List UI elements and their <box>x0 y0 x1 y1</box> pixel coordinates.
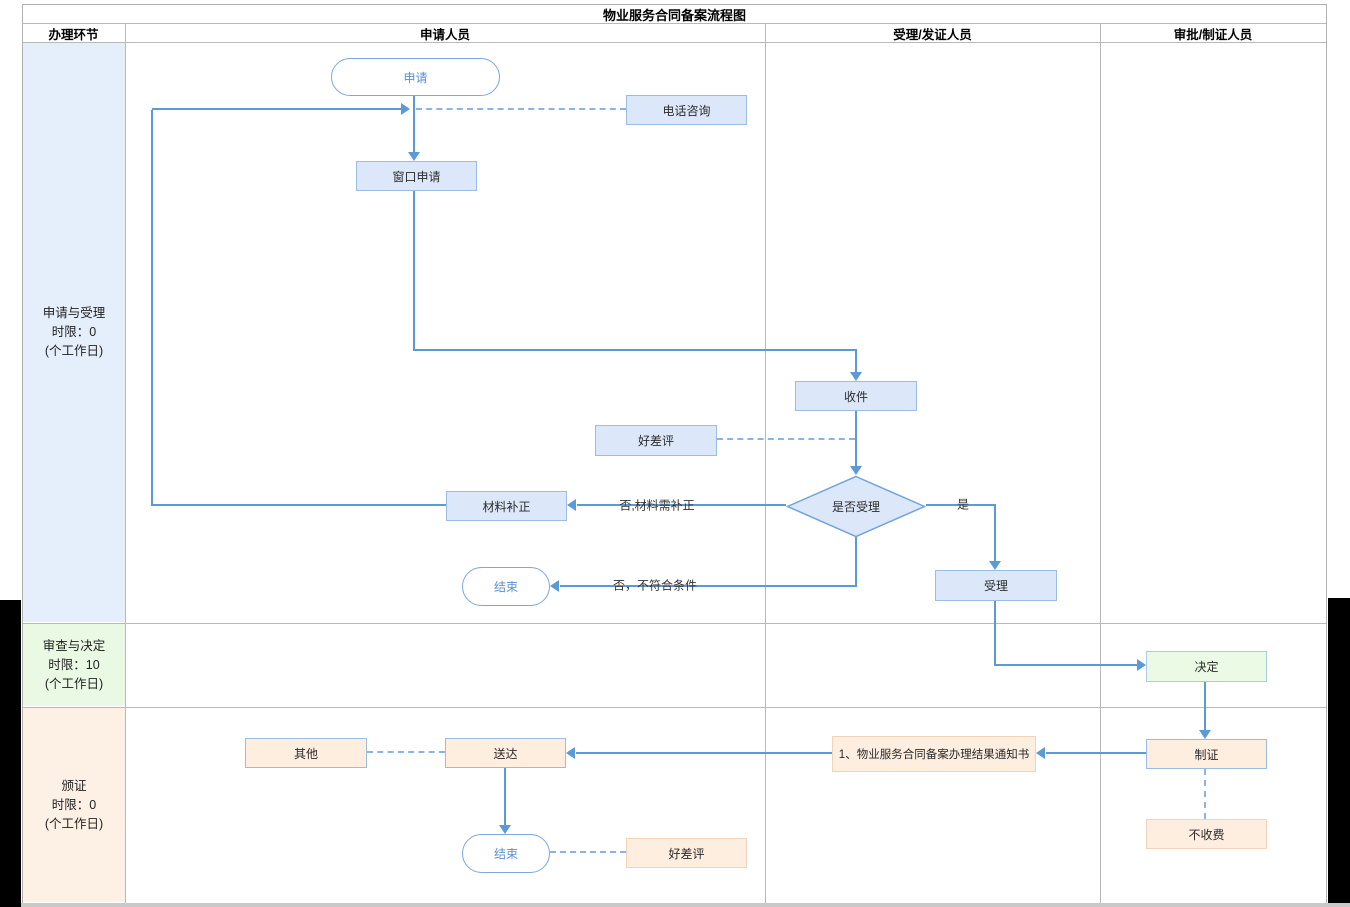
dashed-end-to-review-lower <box>550 851 626 853</box>
row2-line3: (个工作日) <box>44 676 104 691</box>
row2-line1: 审查与决定 <box>42 638 106 653</box>
header-applicant: 申请人员 <box>126 24 764 42</box>
connector-accept-down <box>994 601 996 666</box>
row1-line1: 申请与受理 <box>42 306 106 320</box>
connector-decision-down <box>855 537 857 587</box>
connector-decide-to-makecert <box>1204 682 1206 731</box>
node-review-lower: 好差评 <box>626 838 747 868</box>
arrowhead-receive <box>850 372 862 381</box>
node-end-lower: 结束 <box>462 834 550 873</box>
edge-label-yes: 是 <box>956 497 970 512</box>
node-start: 申请 <box>331 58 500 96</box>
table-bottom-border <box>21 903 1350 907</box>
flowchart-title: 物业服务合同备案流程图 <box>23 5 1326 23</box>
header-acceptance-staff: 受理/发证人员 <box>766 24 1099 42</box>
decision-diamond-label: 是否受理 <box>831 500 880 514</box>
grid-line-row1-row2 <box>22 623 1326 624</box>
connector-receive-to-decision <box>855 411 857 467</box>
column-separator-3 <box>1100 23 1101 903</box>
connector-notice-to-deliver <box>576 752 832 754</box>
black-margin-right <box>1328 598 1350 903</box>
node-decide: 决定 <box>1146 651 1267 682</box>
node-other: 其他 <box>245 738 367 768</box>
row1-line3: (个工作日) <box>44 344 104 358</box>
connector-deliver-to-end <box>504 768 506 826</box>
connector-decision-to-end <box>560 585 857 587</box>
grid-line-row2-row3 <box>22 707 1326 708</box>
column-separator-2 <box>765 23 766 903</box>
arrowhead-accept <box>989 561 1001 570</box>
row3-line1: 颁证 <box>61 778 87 793</box>
connector-accept-to-decide <box>994 664 1138 666</box>
node-material-correction: 材料补正 <box>446 491 567 521</box>
node-receive: 收件 <box>795 381 917 411</box>
node-deliver: 送达 <box>445 738 566 768</box>
connector-decision-to-correction <box>577 504 786 506</box>
dashed-makecert-to-nofee <box>1204 769 1206 819</box>
arrowhead-decide <box>1137 659 1146 671</box>
arrowhead-end-lower <box>499 825 511 834</box>
node-phone-consult: 电话咨询 <box>626 95 747 125</box>
connector-window-down <box>413 190 415 351</box>
connector-start-to-window <box>413 95 415 153</box>
node-make-cert: 制证 <box>1146 739 1267 769</box>
header-processing-step: 办理环节 <box>23 24 124 42</box>
row-label-application-acceptance: 申请与受理 时限：0 (个工作日) <box>23 43 125 622</box>
node-accept: 受理 <box>935 570 1057 601</box>
arrowhead-correction <box>567 499 576 511</box>
row-label-certification: 颁证 时限：0 (个工作日) <box>23 708 125 902</box>
row3-line3: (个工作日) <box>44 816 104 831</box>
arrowhead-loop-junction <box>401 103 410 115</box>
arrowhead-notice <box>1036 747 1045 759</box>
row1-line2: 时限：0 <box>51 325 97 339</box>
node-no-fee: 不收费 <box>1146 819 1267 849</box>
arrowhead-end-upper <box>550 580 559 592</box>
connector-loop-left <box>151 110 153 506</box>
connector-into-accept <box>994 504 996 562</box>
connector-decision-right <box>926 504 996 506</box>
connector-makecert-to-notice <box>1046 752 1146 754</box>
row3-line2: 时限：0 <box>51 797 97 812</box>
edge-label-no-not-qualified: 否，不符合条件 <box>612 578 698 593</box>
node-accept-decision: 是否受理 <box>785 475 927 538</box>
node-review-upper: 好差评 <box>595 425 717 456</box>
dashed-review-upper <box>717 438 855 440</box>
grid-line-below-header <box>22 42 1326 43</box>
node-result-notice: 1、物业服务合同备案办理结果通知书 <box>832 736 1036 772</box>
arrowhead-decision <box>850 466 862 475</box>
grid-line-below-title <box>22 23 1326 24</box>
dashed-other-to-deliver <box>367 751 445 753</box>
connector-loop-top <box>152 108 401 110</box>
row2-line2: 时限：10 <box>48 657 100 672</box>
arrowhead-deliver <box>566 747 575 759</box>
black-margin-left <box>0 600 21 907</box>
arrowhead-window-apply <box>408 152 420 161</box>
dashed-junction-to-phone <box>416 108 626 110</box>
edge-label-no-need-correction: 否,材料需补正 <box>619 498 695 513</box>
node-window-apply: 窗口申请 <box>356 161 477 191</box>
header-approval-staff: 审批/制证人员 <box>1101 24 1325 42</box>
connector-window-right <box>413 349 856 351</box>
row-label-review-decision: 审查与决定 时限：10 (个工作日) <box>23 624 125 706</box>
column-separator-1 <box>125 23 126 903</box>
connector-into-receive <box>855 349 857 373</box>
node-end-upper: 结束 <box>462 567 550 606</box>
arrowhead-makecert <box>1199 730 1211 739</box>
decision-diamond-shape <box>785 475 927 538</box>
connector-loop-bottom <box>152 504 447 506</box>
